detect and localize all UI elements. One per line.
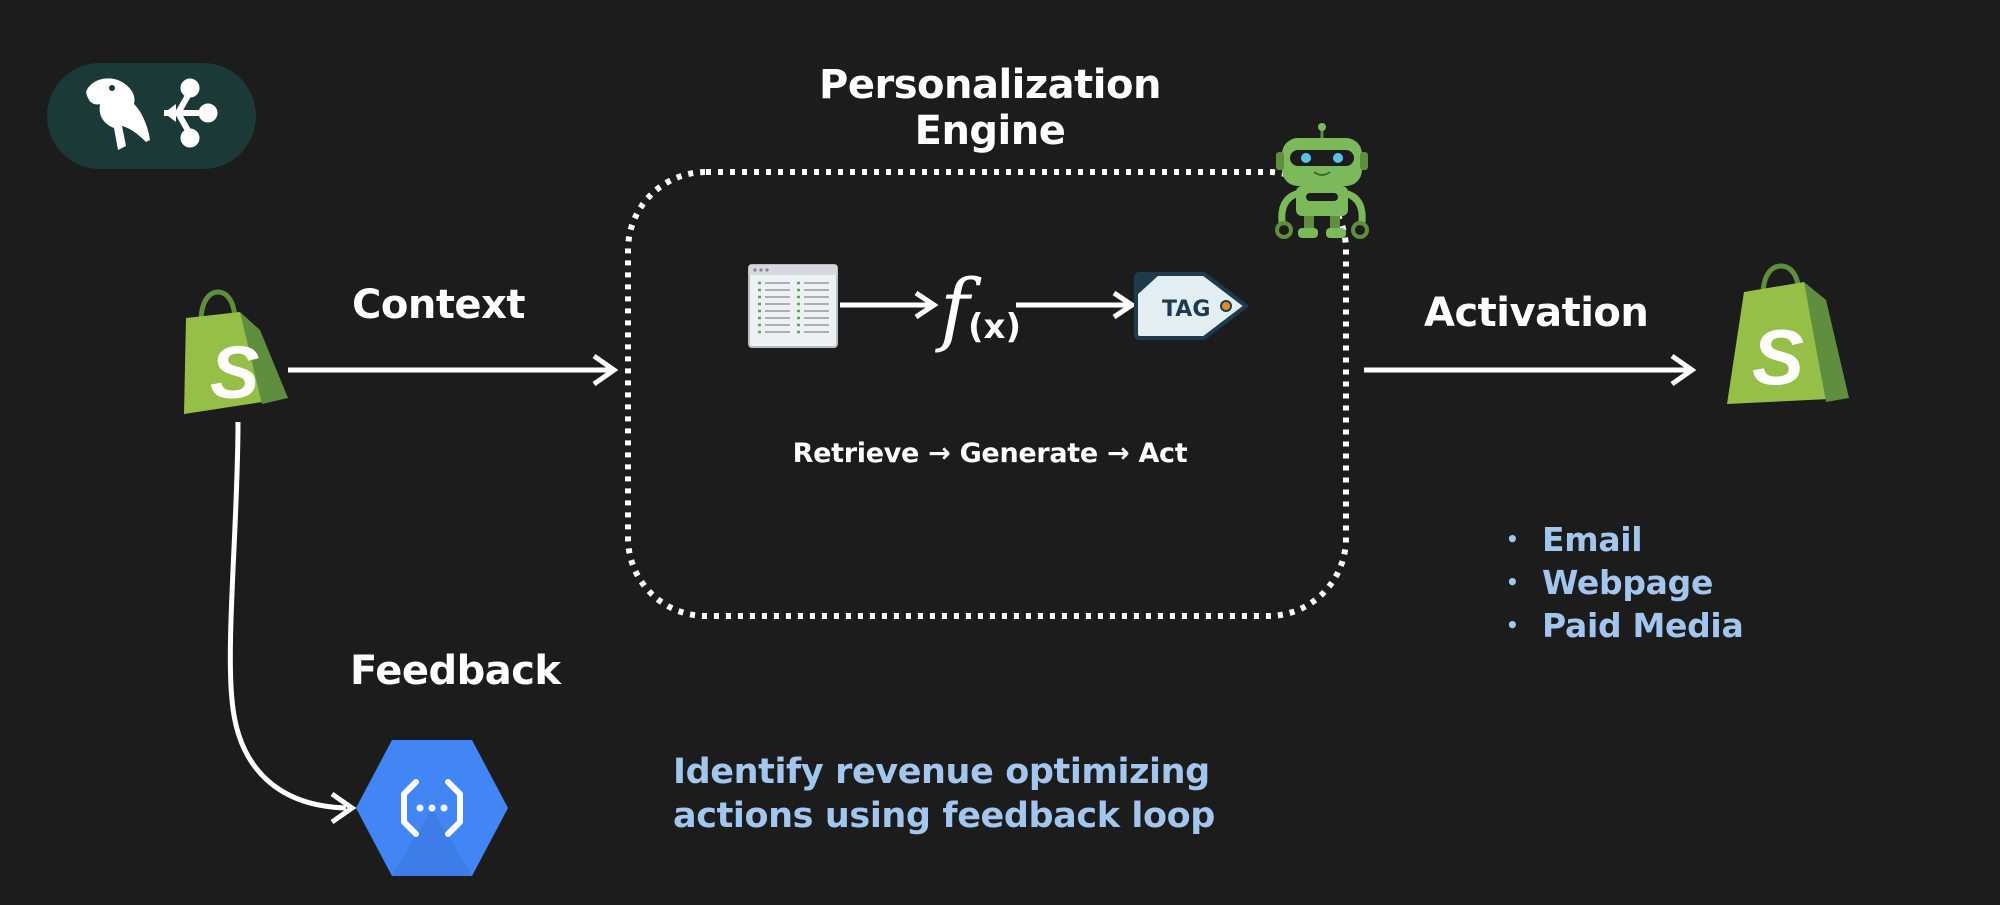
context-label: Context xyxy=(352,282,525,328)
channel-item: • Webpage xyxy=(1480,561,1743,604)
activation-label: Activation xyxy=(1424,290,1649,336)
cloud-functions-icon xyxy=(356,740,508,876)
svg-text:(x): (x) xyxy=(968,307,1021,347)
feedback-arrow xyxy=(227,421,357,825)
retrieve-to-generate-arrow xyxy=(840,290,939,320)
engine-caption: Retrieve → Generate → Act xyxy=(792,438,1188,469)
logo-badge xyxy=(47,63,256,169)
feedback-label: Feedback xyxy=(350,648,561,694)
spreadsheet-icon xyxy=(748,264,838,348)
generate-to-act-arrow xyxy=(1016,290,1137,320)
channel-list: • Email • Webpage • Paid Media xyxy=(1480,518,1744,647)
channel-label: Paid Media xyxy=(1542,606,1744,645)
engine-boundary xyxy=(625,169,1349,619)
activation-arrow xyxy=(1364,353,1697,387)
function-icon: f (x) xyxy=(935,262,1021,355)
diagram-title: Personalization Engine xyxy=(819,62,1161,154)
channel-label: Email xyxy=(1542,520,1643,559)
channel-label: Webpage xyxy=(1542,563,1714,602)
channel-item: • Email xyxy=(1480,518,1743,561)
context-arrow xyxy=(288,353,619,387)
bullet-icon: • xyxy=(1506,570,1519,594)
parrot-icon xyxy=(86,78,150,150)
insight-line: actions using feedback loop xyxy=(673,796,1215,836)
svg-text:S: S xyxy=(1752,313,1804,401)
robot-icon xyxy=(1275,123,1369,239)
bullet-icon: • xyxy=(1506,527,1519,551)
source-shopify-bag-icon: S xyxy=(184,289,288,414)
destination-shopify-bag-icon: S xyxy=(1727,263,1849,404)
feedback-insight-text: Identify revenue optimizing actions usin… xyxy=(673,750,1293,838)
bullet-icon: • xyxy=(1506,613,1519,637)
tag-icon: TAG xyxy=(1134,272,1248,340)
insight-line: Identify revenue optimizing xyxy=(673,752,1210,792)
workflow-split-icon xyxy=(164,78,218,148)
channel-item: • Paid Media xyxy=(1480,604,1744,647)
svg-text:S: S xyxy=(210,331,259,414)
svg-text:TAG: TAG xyxy=(1162,297,1210,322)
